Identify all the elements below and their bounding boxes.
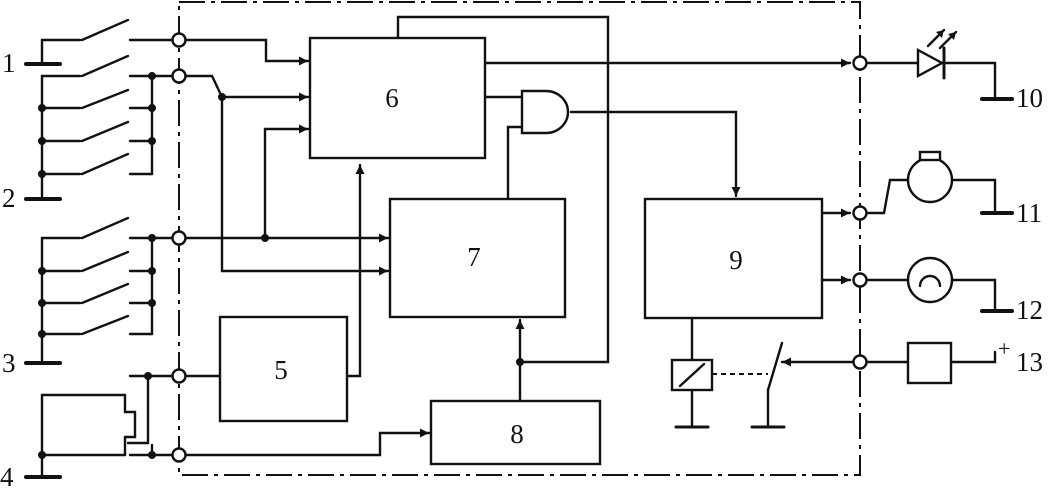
relay-coil-icon <box>670 358 714 392</box>
block-9-label: 9 <box>729 245 743 275</box>
terminal-output-11 <box>852 205 868 221</box>
block-8-label: 8 <box>510 419 524 449</box>
block-7-label: 7 <box>467 242 481 272</box>
terminal-input-4b <box>171 447 187 463</box>
block-6: 6 <box>308 36 487 160</box>
label-input-3: 3 <box>2 348 16 378</box>
led-icon <box>865 28 1014 101</box>
terminal-input-3 <box>171 230 187 246</box>
input-switch-1 <box>24 18 174 66</box>
terminal-output-10 <box>852 55 868 71</box>
input-switch-group-4 <box>24 372 174 479</box>
block-8: 8 <box>429 399 602 466</box>
label-output-13: 13 <box>1016 347 1043 377</box>
terminal-output-12 <box>852 272 868 288</box>
terminal-input-1 <box>171 32 187 48</box>
label-input-4: 4 <box>0 462 14 489</box>
input-switch-group-3 <box>24 216 174 365</box>
block-5-label: 5 <box>274 355 288 385</box>
terminal-input-13 <box>852 354 868 370</box>
block-5: 5 <box>218 315 349 423</box>
lamp-icon <box>865 256 1014 313</box>
sensor-input-13 <box>865 341 997 385</box>
and-gate <box>520 89 570 135</box>
label-input-1: 1 <box>2 48 16 78</box>
label-output-10: 10 <box>1016 83 1043 113</box>
label-output-12: 12 <box>1016 295 1043 325</box>
block-9: 9 <box>643 197 824 320</box>
enclosure-outline <box>178 1 861 476</box>
label-plus-13: + <box>998 336 1010 361</box>
wiring <box>184 15 854 457</box>
label-output-11: 11 <box>1016 198 1042 228</box>
block-6-label: 6 <box>385 83 399 113</box>
buzzer-icon <box>865 150 1014 215</box>
input-switch-group-2 <box>24 54 174 201</box>
terminal-input-2 <box>171 68 187 84</box>
terminal-input-4a <box>171 368 187 384</box>
block-7: 7 <box>388 197 567 319</box>
label-input-2: 2 <box>2 183 16 213</box>
